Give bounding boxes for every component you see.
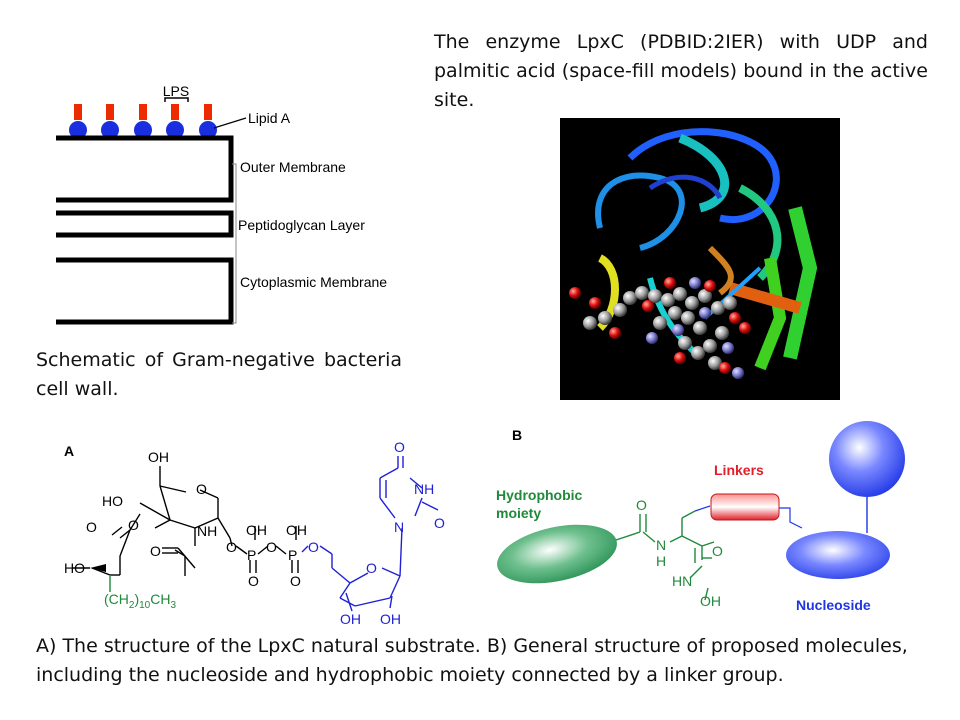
carbonyl-o-1: O xyxy=(636,497,647,513)
oh-top: OH xyxy=(148,449,169,465)
nucleoside-sphere xyxy=(829,421,905,497)
schematic-caption: Schematic of Gram-negative bacteria cell… xyxy=(36,349,402,400)
lps-label: LPS xyxy=(163,83,189,99)
amide-n: N xyxy=(656,537,666,553)
linker-backbone-bonds xyxy=(615,510,715,601)
linker-bond-right xyxy=(779,507,803,529)
panel-b-label: B xyxy=(512,427,522,443)
acetyl-oxygen: O xyxy=(150,543,161,559)
uracil-o-top: O xyxy=(394,439,405,455)
hydrophobic-label-1: Hydrophobic xyxy=(496,487,583,503)
ester-carbonyl-o: O xyxy=(86,519,97,535)
protein-structure-image xyxy=(560,118,840,400)
lps-molecules xyxy=(69,104,217,139)
chain-hydroxyl: HO xyxy=(64,560,85,576)
p2-oxygen: O xyxy=(290,573,301,589)
linker-shape xyxy=(710,493,780,521)
bottom-caption-line-1: A) The structure of the LpxC natural sub… xyxy=(36,635,908,657)
uracil-n: N xyxy=(394,519,404,535)
cytoplasmic-membrane xyxy=(56,257,234,325)
uridine-bonds xyxy=(301,456,439,612)
ribose-oxygen: O xyxy=(366,560,377,576)
p2-hydroxyl: OH xyxy=(286,522,307,538)
uracil-o-right: O xyxy=(434,515,445,531)
oh-3prime: OH xyxy=(380,611,401,627)
nh-label: NH xyxy=(197,523,217,539)
lps-bracket xyxy=(164,97,189,102)
nucleoside-label: Nucleoside xyxy=(796,597,871,613)
ho-left: HO xyxy=(102,493,123,509)
carbonyl-o-2: O xyxy=(712,543,723,559)
lipid-a-label: Lipid A xyxy=(248,110,291,126)
linkers-label: Linkers xyxy=(714,462,764,478)
cell-wall-schematic: LPS Lipid A Outer Membrane Peptidoglycan… xyxy=(56,83,387,325)
phosphorus-2: P xyxy=(288,547,297,563)
bridge-oxygen: O xyxy=(266,539,277,555)
peptidoglycan-layer xyxy=(56,210,234,238)
amide-h: H xyxy=(656,553,666,569)
uracil-nh: NH xyxy=(414,481,434,497)
ligand-atoms xyxy=(569,277,751,379)
structure-b: B Hydrophobic moiety O N H O HN OH Linke… xyxy=(496,421,905,613)
peptidoglycan-label: Peptidoglycan Layer xyxy=(238,217,365,233)
structure-a: A OH HO O O O NH O xyxy=(64,439,445,627)
nucleoside-ellipse xyxy=(786,531,890,579)
chain-formula: (CH2)10CH3 xyxy=(104,591,176,611)
p1-oxygen: O xyxy=(248,573,259,589)
phosphate-bonds xyxy=(229,526,299,573)
outer-membrane-label: Outer Membrane xyxy=(240,159,346,175)
ring-oxygen: O xyxy=(196,481,207,497)
p1-hydroxyl: OH xyxy=(246,522,267,538)
oh-2prime: OH xyxy=(340,611,361,627)
bottom-caption: A) The structure of the LpxC natural sub… xyxy=(36,632,936,690)
outer-membrane xyxy=(56,135,234,203)
five-prime-oxygen: O xyxy=(308,539,319,555)
protein-ribbon-render xyxy=(569,128,818,379)
hydroxamate-oh: OH xyxy=(700,593,721,609)
hydrophobic-label-2: moiety xyxy=(496,505,541,521)
hydrophobic-moiety-shape xyxy=(497,524,617,584)
phosphorus-1: P xyxy=(247,547,256,563)
glucosamine-ring xyxy=(110,466,231,576)
hydroxamate-hn: HN xyxy=(672,573,692,589)
stereo-wedge xyxy=(90,564,106,572)
enzyme-caption: The enzyme LpxC (PDBID:2IER) with UDP an… xyxy=(434,31,928,111)
lipid-a-pointer xyxy=(213,117,247,129)
ester-oxygen: O xyxy=(128,517,139,533)
bottom-caption-line-2: including the nucleoside and hydrophobic… xyxy=(36,664,784,686)
linker-bond-left xyxy=(694,505,711,512)
layer-bracket xyxy=(232,163,237,324)
glyco-oxygen: O xyxy=(226,539,237,555)
cytoplasmic-label: Cytoplasmic Membrane xyxy=(240,274,387,290)
panel-a-label: A xyxy=(64,443,74,459)
